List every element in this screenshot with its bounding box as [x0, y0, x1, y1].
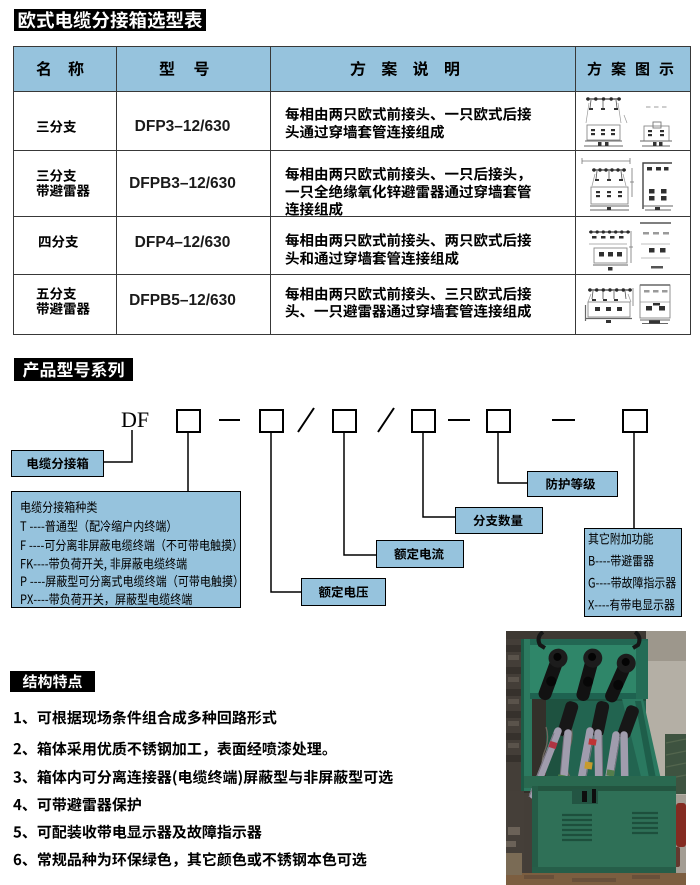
- svg-text:DF: DF: [121, 407, 149, 432]
